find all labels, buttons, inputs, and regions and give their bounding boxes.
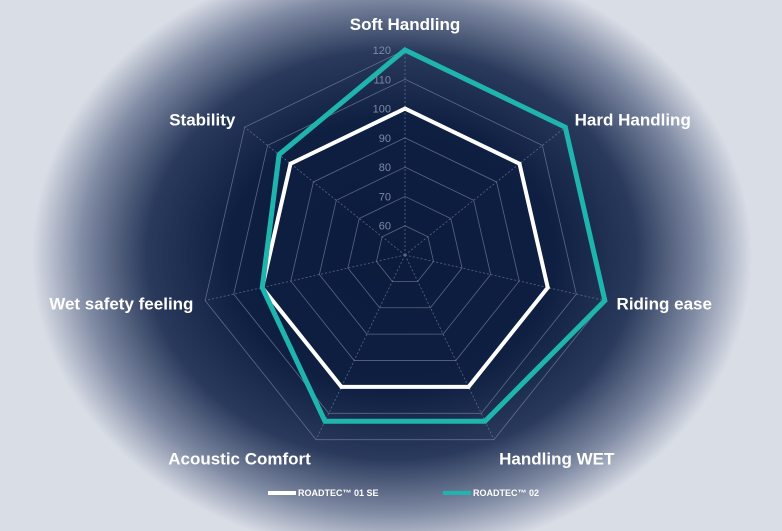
tick-label: 80 (379, 162, 391, 174)
grid-ring-90 (290, 137, 520, 361)
series-point-2 (322, 419, 327, 424)
radar-ticks: 60 70 80 90 100 110 120 (373, 45, 391, 233)
axis-label: Soft Handling (350, 15, 460, 34)
legend: ROADTEC™ 01 SE ROADTEC™ 02 (268, 488, 539, 498)
grid-ring-70 (347, 195, 463, 309)
radar-series (259, 47, 608, 424)
series-point-1 (403, 106, 407, 111)
grid-spoke (404, 254, 495, 440)
legend-label-2: ROADTEC™ 02 (473, 488, 539, 498)
series-point-2 (277, 152, 282, 157)
series-line-2 (259, 47, 608, 424)
axis-label: Handling WET (499, 450, 615, 469)
axis-label: Acoustic Comfort (168, 450, 311, 469)
series-line-1 (260, 106, 550, 389)
legend-label-1: ROADTEC™ 01 SE (298, 488, 379, 498)
grid-ring-60 (376, 225, 434, 282)
axis-label: Stability (169, 111, 236, 130)
grid-spoke (205, 254, 406, 302)
tick-label: 90 (379, 133, 391, 145)
tick-label: 110 (373, 74, 391, 86)
series-point-1 (288, 161, 293, 166)
series-point-1 (466, 384, 471, 389)
axis-label: Wet safety feeling (49, 294, 193, 313)
grid-spoke (315, 254, 406, 440)
series-point-1 (545, 285, 550, 290)
tick-label: 60 (379, 221, 391, 233)
grid-spoke (404, 254, 605, 302)
series-point-1 (339, 384, 344, 389)
series-point-1 (517, 161, 522, 166)
series-point-2 (563, 125, 568, 130)
axis-label: Riding ease (617, 294, 712, 313)
axis-label: Hard Handling (575, 111, 691, 130)
tick-label: 100 (373, 104, 391, 116)
tick-label: 120 (373, 45, 391, 57)
series-point-2 (483, 419, 488, 424)
series-point-2 (602, 298, 607, 303)
series-point-2 (260, 285, 265, 290)
grid-ring-110 (233, 78, 577, 414)
grid-ring-80 (318, 166, 492, 335)
tick-label: 70 (379, 191, 391, 203)
series-point-2 (403, 48, 407, 52)
